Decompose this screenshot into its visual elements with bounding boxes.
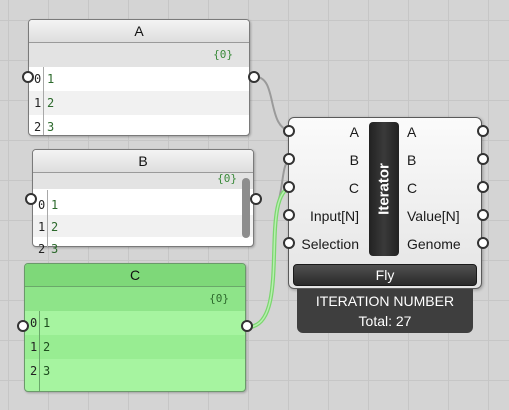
row-index: 1 (38, 220, 46, 234)
wire-c-inner (249, 186, 293, 328)
iterator-title: Iterator (375, 163, 393, 215)
input-n-grip[interactable] (283, 209, 295, 221)
output-c-label: C (407, 180, 418, 196)
panel-b-input-grip[interactable] (25, 193, 37, 205)
wire-c (249, 185, 293, 329)
iterator-name-bar: Iterator (369, 122, 399, 256)
output-a-grip[interactable] (477, 125, 489, 137)
row-index: 2 (34, 120, 42, 134)
row-value: 2 (47, 96, 55, 110)
output-b-label: B (407, 152, 417, 168)
iterator-component[interactable]: A B C Input[N] Selection Iterator A B C … (288, 117, 482, 289)
panel-a-input-grip[interactable] (22, 71, 34, 83)
panel-b-title: B (33, 150, 253, 173)
row-value: 2 (51, 220, 59, 234)
panel-b-output-grip[interactable] (250, 193, 262, 205)
output-genome-grip[interactable] (477, 237, 489, 249)
panel-c-path-label: {0} (209, 292, 229, 305)
input-a-label: A (349, 124, 359, 140)
iteration-message: ITERATION NUMBER Total: 27 (297, 289, 473, 333)
input-c-grip[interactable] (283, 181, 295, 193)
row-value: 2 (43, 340, 51, 354)
panel-c-output-grip[interactable] (241, 320, 253, 332)
panel-c-path: {0} (25, 287, 245, 311)
output-value-label: Value[N] (407, 208, 460, 224)
fly-button[interactable]: Fly (293, 264, 477, 286)
panel-a-title: A (29, 20, 249, 43)
row-index: 2 (30, 364, 38, 378)
panel-c-input-grip[interactable] (17, 320, 29, 332)
panel-a-path: {0} (29, 43, 249, 67)
index-divider (39, 311, 40, 391)
panel-b-scrollbar[interactable] (242, 178, 250, 238)
row-index: 0 (34, 72, 42, 86)
input-b-label: B (349, 152, 359, 168)
row-value: 1 (51, 198, 59, 212)
input-c-label: C (348, 180, 359, 196)
output-b-grip[interactable] (477, 153, 489, 165)
index-divider (47, 190, 48, 248)
input-b-grip[interactable] (283, 153, 295, 165)
input-selection-grip[interactable] (283, 237, 295, 249)
iteration-total: Total: 27 (358, 313, 412, 329)
row-value: 1 (43, 316, 51, 330)
row-value: 3 (47, 120, 55, 134)
row-index: 0 (30, 316, 38, 330)
row-value: 3 (43, 364, 51, 378)
panel-b-path: {0} (33, 172, 253, 189)
row-index: 0 (38, 198, 46, 212)
row-value: 1 (47, 72, 55, 86)
input-a-grip[interactable] (283, 125, 295, 137)
panel-c-title: C (25, 264, 245, 287)
output-genome-label: Genome (407, 236, 461, 252)
wire-a (255, 76, 293, 132)
panel-b-path-label: {0} (217, 172, 237, 185)
row-index: 1 (30, 340, 38, 354)
iteration-message-title: ITERATION NUMBER (315, 293, 455, 309)
panel-a-path-label: {0} (213, 48, 233, 61)
row-index: 1 (34, 96, 42, 110)
row-value: 3 (51, 242, 59, 256)
output-a-label: A (407, 124, 417, 140)
input-n-label: Input[N] (309, 208, 359, 224)
panel-a-output-grip[interactable] (248, 71, 260, 83)
row-index: 2 (38, 242, 46, 256)
output-value-grip[interactable] (477, 209, 489, 221)
output-c-grip[interactable] (477, 181, 489, 193)
index-divider (43, 67, 44, 135)
input-selection-label: Selection (301, 236, 359, 252)
